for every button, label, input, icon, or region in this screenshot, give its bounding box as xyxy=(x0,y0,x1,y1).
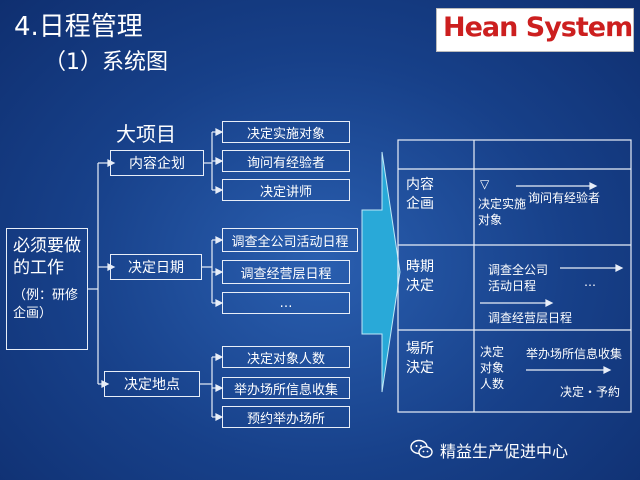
item-decide-instructor: 决定讲师 xyxy=(222,179,350,201)
item-decide-headcount: 决定对象人数 xyxy=(222,346,350,368)
footer-brand: 精益生产促进中心 xyxy=(440,442,569,461)
item-collect-venue-info: 举办场所信息收集 xyxy=(222,377,350,399)
root-task-label: 必须要做的工作 xyxy=(13,236,81,278)
table-task-venue-info: 举办场所信息收集 xyxy=(526,347,623,361)
table-row-label-period: 時期决定 xyxy=(406,259,434,294)
milestone-marker-icon: ▽ xyxy=(480,177,490,191)
major-items-heading: 大项目 xyxy=(116,122,176,146)
item-survey-company-schedule: 调查全公司活动日程 xyxy=(222,228,358,252)
item-survey-management-schedule: 调查经营层日程 xyxy=(222,260,350,284)
root-task-example: （例：研修企画） xyxy=(13,288,79,321)
company-logo: Hean System xyxy=(436,8,634,52)
page-subtitle: （1）系统图 xyxy=(44,50,168,75)
branch-decide-date: 决定日期 xyxy=(110,254,202,280)
logo-text: Hean System xyxy=(443,12,633,43)
table-row-label-place: 場所決定 xyxy=(406,341,434,376)
table-task-decide-reserve: 决定・予約 xyxy=(560,385,621,399)
item-decide-target: 决定实施对象 xyxy=(222,121,350,143)
item-ask-experienced: 询问有经验者 xyxy=(222,150,350,172)
branch-content-planning: 内容企划 xyxy=(110,150,204,176)
root-task-box: 必须要做的工作 （例：研修企画） xyxy=(6,228,88,350)
table-task-decide-target: 决定实施对象 xyxy=(478,197,527,227)
table-row-label-content: 内容企画 xyxy=(406,177,434,212)
table-task-ellipsis: … xyxy=(584,275,596,289)
table-task-survey-company: 调查全公司活动日程 xyxy=(488,263,549,293)
table-task-headcount: 决定对象人数 xyxy=(480,345,505,391)
table-task-survey-management: 调查经营层日程 xyxy=(488,311,573,325)
table-task-ask-experienced: 询问有经验者 xyxy=(528,191,601,205)
page-title: 4.日程管理 xyxy=(14,12,143,42)
branch-decide-location: 决定地点 xyxy=(104,371,200,397)
transition-arrow xyxy=(361,151,401,393)
wechat-icon xyxy=(410,439,433,458)
item-more: … xyxy=(222,292,350,314)
item-reserve-venue: 预约举办场所 xyxy=(222,406,350,428)
